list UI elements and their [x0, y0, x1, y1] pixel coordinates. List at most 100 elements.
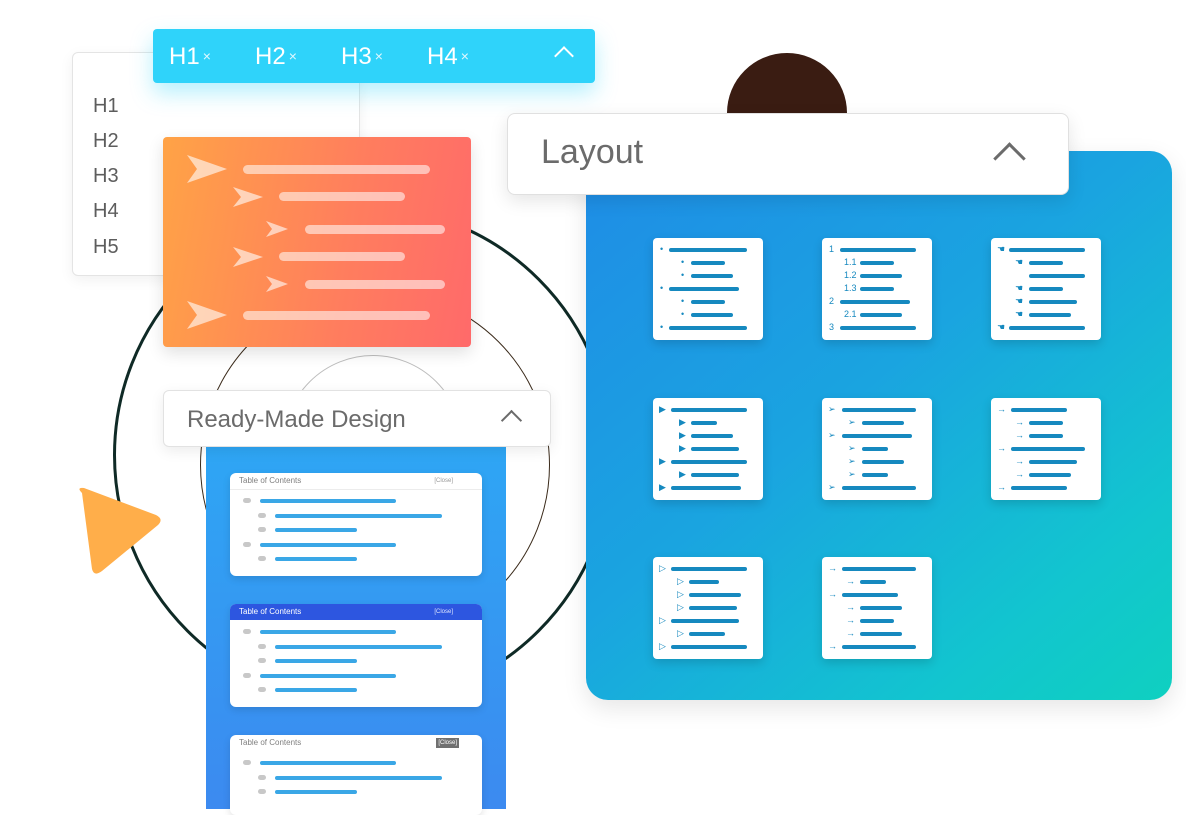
chevron-arrow-icon: ➢ — [828, 482, 836, 492]
toc-title: Table of Contents — [239, 607, 302, 616]
tile-line — [1029, 434, 1063, 438]
arrow-right-icon: → — [1015, 417, 1024, 427]
tile-line — [1029, 287, 1063, 291]
tile-line — [691, 261, 725, 265]
tile-line — [1029, 261, 1063, 265]
tile-line — [840, 300, 910, 304]
tile-line — [689, 580, 719, 584]
layout-tile-chevron-arrow[interactable]: ➢ ➢ ➢ ➢ ➢ ➢ ➢ — [822, 398, 932, 500]
heading-chip-bar[interactable]: H1× H2× H3× H4× — [153, 29, 595, 83]
layout-tile-numbered[interactable]: 1 1.1 1.2 1.3 2 2.1 3 — [822, 238, 932, 340]
ready-made-design-title: Ready-Made Design — [187, 406, 406, 433]
hand-pointer-icon: ☚ — [1015, 296, 1024, 306]
heading-option-h3[interactable]: H3 — [93, 165, 119, 187]
toc-close-link[interactable]: [Close] — [434, 609, 453, 615]
paper-plane-icon — [233, 247, 263, 267]
tile-line — [671, 567, 747, 571]
chevron-up-icon[interactable] — [554, 46, 574, 66]
tile-line — [691, 434, 733, 438]
triangle-filled-icon: ▶ — [679, 430, 686, 440]
chip-h1[interactable]: H1× — [169, 43, 211, 71]
toc-bullet — [243, 629, 251, 634]
chip-label: H2 — [255, 43, 286, 70]
thin-arrow-icon: → — [846, 602, 855, 612]
thin-arrow-icon: → — [828, 589, 837, 599]
layout-dropdown[interactable]: Layout — [507, 113, 1069, 195]
layout-tile-thin-arrow[interactable]: → → → → → → → — [822, 557, 932, 659]
toc-close-link[interactable]: [Close] — [436, 738, 459, 748]
arrow-right-icon: → — [1015, 430, 1024, 440]
triangle-outline-icon: ▷ — [659, 563, 666, 573]
heading-option-h1[interactable]: H1 — [93, 95, 119, 117]
toc-design-plain[interactable]: Table of Contents [Close] — [230, 473, 482, 576]
chip-h3[interactable]: H3× — [341, 43, 383, 71]
bullet-dot-icon: • — [660, 283, 664, 293]
tile-line — [1029, 313, 1071, 317]
chevron-up-icon[interactable] — [500, 409, 523, 432]
number-label: 1.2 — [844, 270, 857, 280]
toc-bullet — [258, 687, 266, 692]
tile-line — [671, 486, 741, 490]
bullet-dot-icon: • — [660, 322, 664, 332]
toc-line — [275, 659, 357, 663]
tile-line — [1029, 274, 1085, 278]
heading-option-h4[interactable]: H4 — [93, 200, 119, 222]
chip-h2[interactable]: H2× — [255, 43, 297, 71]
tile-line — [1011, 447, 1085, 451]
tile-line — [1011, 408, 1067, 412]
triangle-filled-icon: ▶ — [679, 469, 686, 479]
tile-line — [671, 460, 747, 464]
paper-plane-icon — [187, 155, 227, 183]
paper-plane-icon — [187, 301, 227, 329]
tile-line — [671, 408, 747, 412]
toc-line — [275, 557, 357, 561]
toc-design-blue-header[interactable]: Table of Contents [Close] — [230, 604, 482, 707]
layout-tile-hand-pointer[interactable]: ☚ ☚ ☚ ☚ ☚ ☚ — [991, 238, 1101, 340]
chevron-arrow-icon: ➢ — [848, 469, 856, 479]
layout-tile-triangle-filled[interactable]: ▶ ▶ ▶ ▶ ▶ ▶ ▶ — [653, 398, 763, 500]
heading-option-h5[interactable]: H5 — [93, 236, 119, 258]
bullet-dot-icon: • — [681, 309, 685, 319]
toc-design-boxed-close[interactable]: Table of Contents [Close] — [230, 735, 482, 815]
toc-bullet — [258, 789, 266, 794]
tile-line — [860, 619, 894, 623]
close-x-icon[interactable]: × — [202, 48, 211, 64]
toc-close-link[interactable]: [Close] — [434, 478, 453, 484]
tile-line — [671, 645, 747, 649]
toc-line — [275, 514, 442, 518]
outline-line — [305, 225, 445, 234]
tile-line — [862, 460, 904, 464]
thin-arrow-icon: → — [846, 628, 855, 638]
tile-line — [1029, 473, 1071, 477]
thin-arrow-icon: → — [846, 576, 855, 586]
tile-line — [1011, 486, 1067, 490]
tile-line — [689, 632, 725, 636]
tile-line — [842, 645, 916, 649]
toc-line — [260, 630, 396, 634]
layout-tile-bullet-dots[interactable]: • • • • • • • — [653, 238, 763, 340]
tile-line — [669, 248, 747, 252]
arrow-right-icon: → — [1015, 469, 1024, 479]
layout-tile-triangle-outline[interactable]: ▷ ▷ ▷ ▷ ▷ ▷ ▷ — [653, 557, 763, 659]
tile-line — [691, 447, 739, 451]
tile-line — [671, 619, 739, 623]
ready-made-design-dropdown[interactable]: Ready-Made Design — [163, 390, 551, 447]
close-x-icon[interactable]: × — [288, 48, 297, 64]
tile-line — [1009, 248, 1085, 252]
close-x-icon[interactable]: × — [460, 48, 469, 64]
chip-h4[interactable]: H4× — [427, 43, 469, 71]
toc-title: Table of Contents — [239, 738, 302, 747]
arrow-right-icon: → — [1015, 456, 1024, 466]
toc-line — [275, 645, 442, 649]
tile-line — [862, 421, 904, 425]
chevron-up-icon[interactable] — [993, 142, 1026, 175]
tile-line — [860, 632, 902, 636]
layout-tile-arrow-right[interactable]: → → → → → → → — [991, 398, 1101, 500]
toc-title: Table of Contents — [239, 476, 302, 485]
bullet-dot-icon: • — [681, 270, 685, 280]
heading-option-h2[interactable]: H2 — [93, 130, 119, 152]
outline-line — [243, 165, 430, 174]
ready-made-design-panel: Table of Contents [Close] Table of Conte… — [206, 445, 506, 815]
outline-line — [305, 280, 445, 289]
close-x-icon[interactable]: × — [374, 48, 383, 64]
